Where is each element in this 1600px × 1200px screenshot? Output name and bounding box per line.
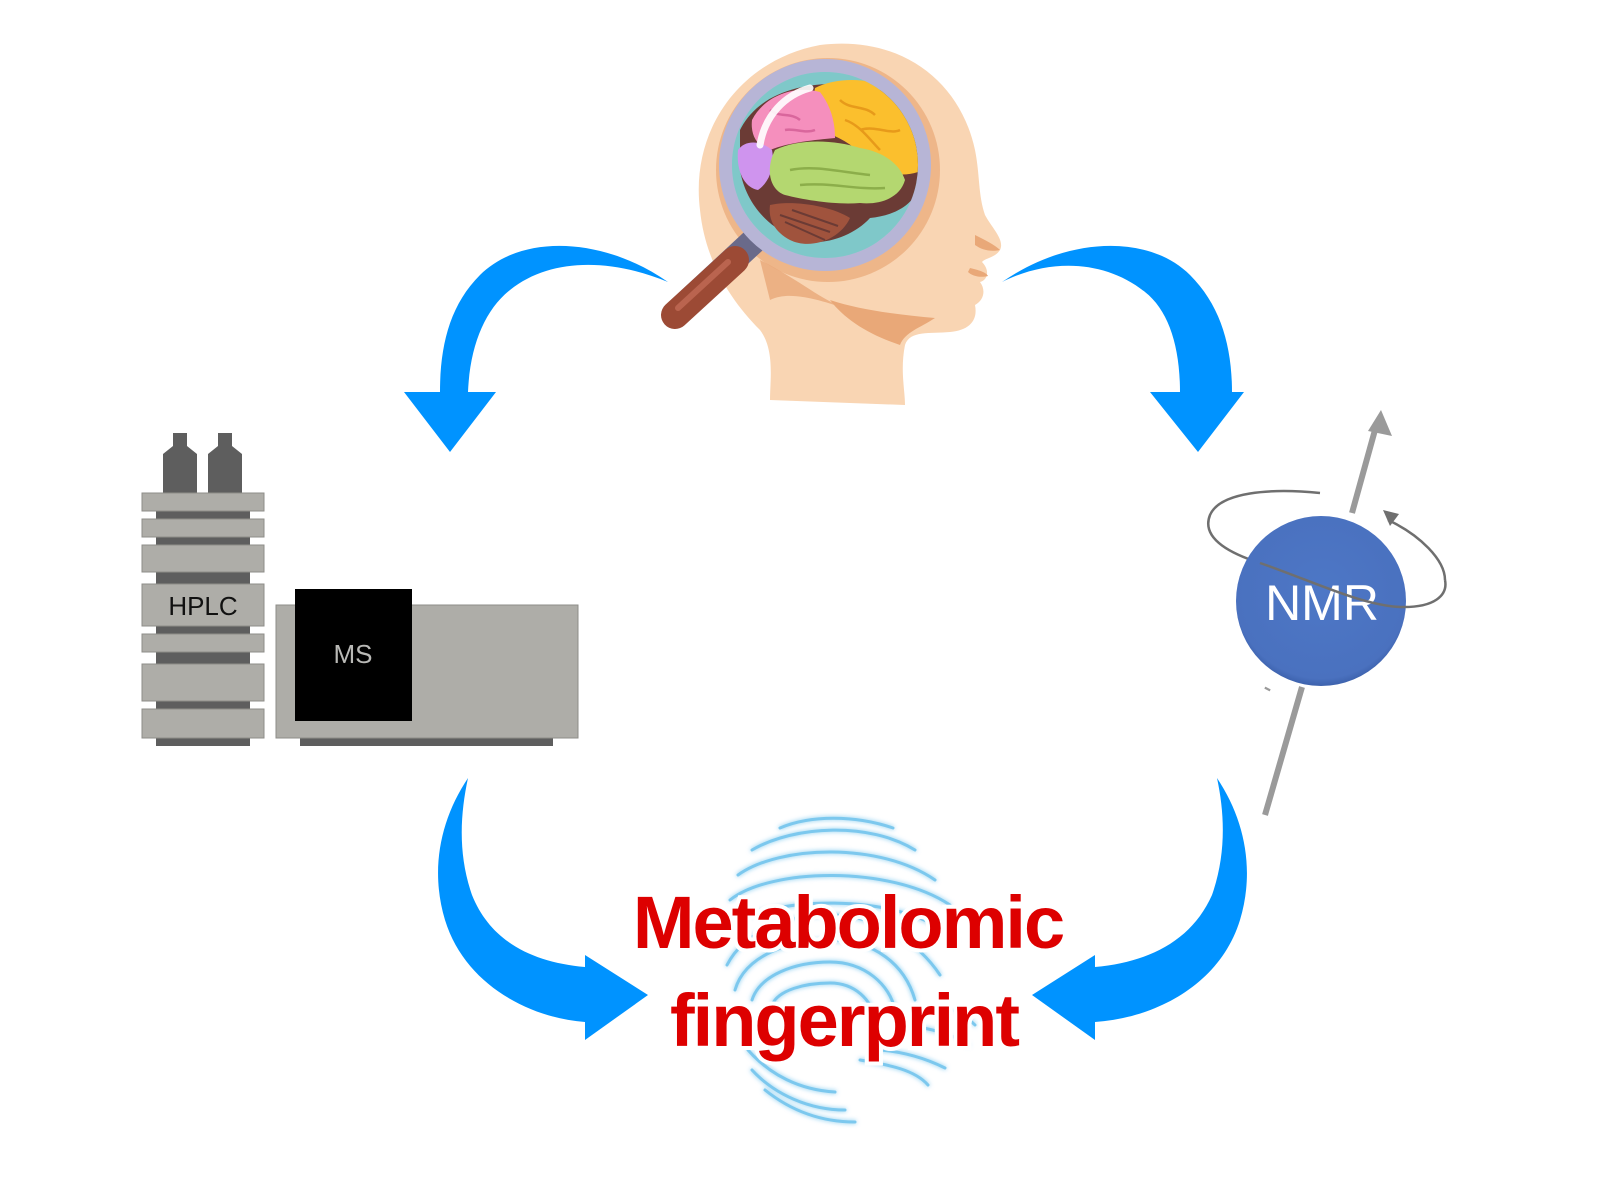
spin-axis-upper bbox=[1349, 429, 1378, 514]
mouth-shadow bbox=[968, 268, 988, 277]
precession-arrowhead bbox=[1383, 510, 1399, 526]
hplc-label: HPLC bbox=[168, 591, 237, 621]
precession-orbit-front bbox=[1259, 561, 1447, 609]
hplc-label-module bbox=[141, 583, 265, 627]
metabolomic-fingerprint-title: Metabolomic fingerprint bbox=[629, 877, 1069, 1066]
title-line-1: Metabolomic bbox=[633, 881, 1063, 964]
arrow-subject-to-hplc-ms bbox=[404, 245, 668, 452]
spin-axis-arrowhead bbox=[1368, 410, 1392, 436]
fingerprint-icon bbox=[723, 816, 977, 1124]
ms-instrument-icon: MS bbox=[275, 589, 579, 746]
brain-occipital-lobe bbox=[737, 142, 773, 190]
magnifier-handle bbox=[661, 225, 769, 329]
brain-parietal-lobe bbox=[751, 89, 835, 150]
solvent-bottle-icon bbox=[163, 433, 197, 493]
solvent-bottle-icon bbox=[208, 433, 242, 493]
arrow-hplc-ms-to-fingerprint bbox=[438, 778, 648, 1040]
precession-orbit-back bbox=[1207, 489, 1321, 565]
jaw-shadow bbox=[760, 260, 850, 310]
nmr-label: NMR bbox=[1265, 575, 1379, 631]
nmr-spin-icon: NMR bbox=[1207, 410, 1447, 816]
nmr-sphere bbox=[1236, 516, 1406, 686]
lens-glare bbox=[756, 84, 814, 149]
nose-shadow bbox=[975, 235, 1000, 251]
head-with-magnifier-brain-icon bbox=[661, 43, 1002, 405]
arrow-subject-to-nmr bbox=[1002, 245, 1244, 452]
spin-axis-lower bbox=[1264, 686, 1271, 692]
ms-label: MS bbox=[334, 639, 373, 669]
ms-front-panel bbox=[295, 589, 412, 721]
arrow-nmr-to-fingerprint bbox=[1032, 778, 1247, 1040]
title-line-2: fingerprint bbox=[670, 979, 1019, 1062]
neck-shadow bbox=[830, 300, 935, 345]
brain-illustration bbox=[732, 72, 918, 258]
hplc-instrument-icon: HPLC bbox=[141, 433, 265, 746]
brain-cerebellum bbox=[769, 203, 850, 244]
